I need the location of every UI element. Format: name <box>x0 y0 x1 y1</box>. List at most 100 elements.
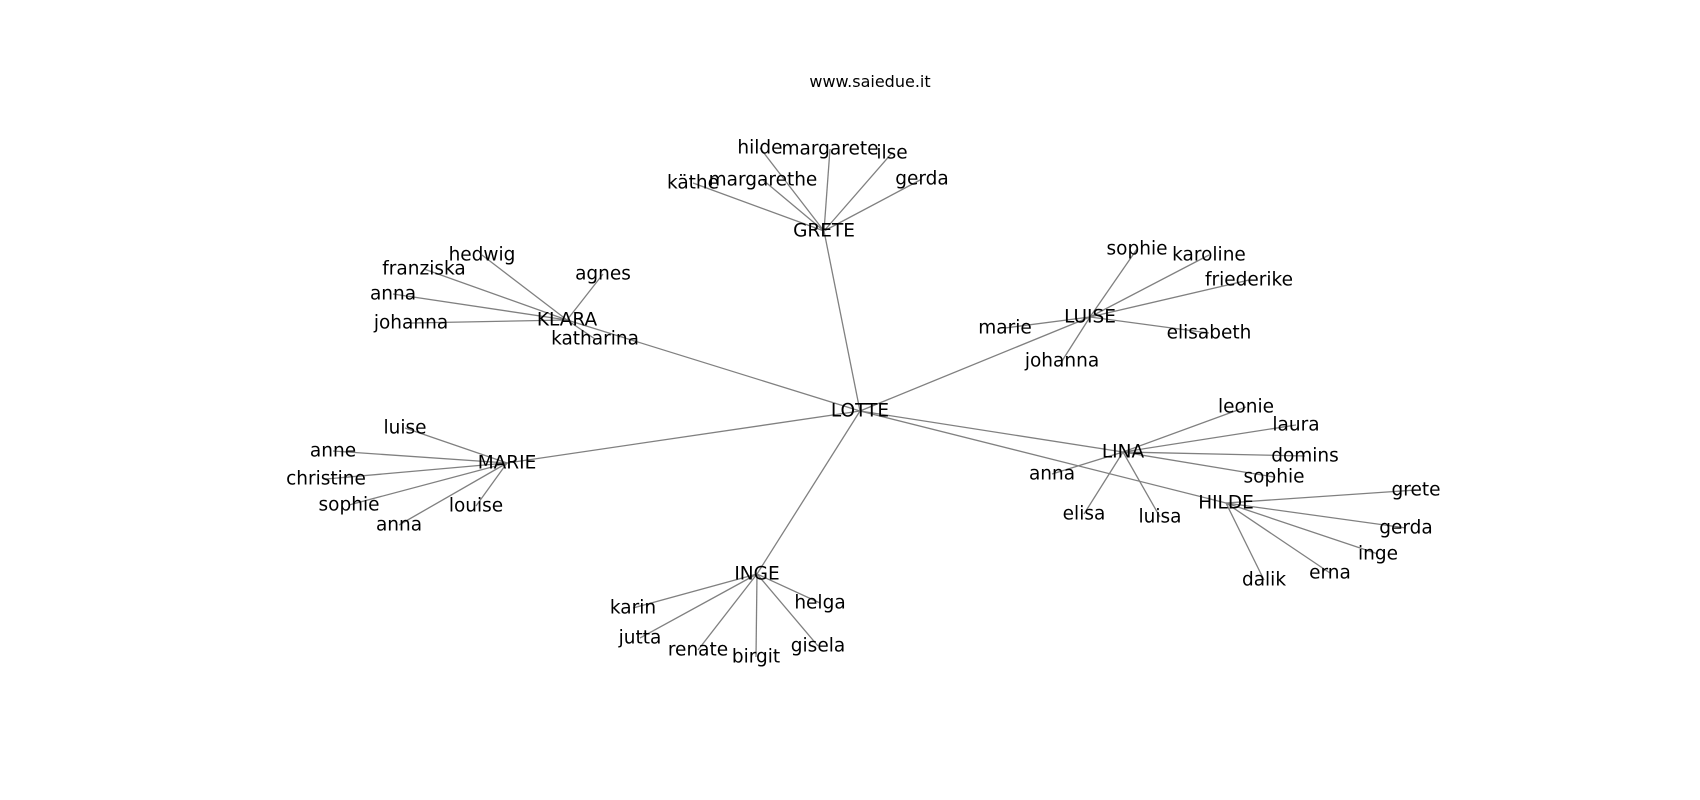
hub-node-marie: MARIE <box>478 453 537 474</box>
edge-luise-sophie-0 <box>1089 248 1138 318</box>
edge-grete-gerda-5 <box>823 178 923 232</box>
edge-marie-sophie-3 <box>348 462 508 506</box>
node-luise-marie: marie <box>978 318 1032 339</box>
node-klara-katharina: katharina <box>551 329 639 350</box>
edge-luise-elisabeth-4 <box>1089 316 1210 334</box>
edge-layer <box>325 147 1417 658</box>
node-grete-margarete: margarete <box>782 139 879 160</box>
hub-node-grete: GRETE <box>793 221 855 242</box>
node-lina-leonie: leonie <box>1218 397 1274 418</box>
edge-luise-johanna-5 <box>1061 316 1091 362</box>
edge-klara-anna-3 <box>392 293 568 321</box>
node-luise-friederike: friederike <box>1205 270 1293 291</box>
node-lina-domins: domins <box>1271 446 1339 467</box>
node-luise-karoline: karoline <box>1172 245 1246 266</box>
node-lina-anna: anna <box>1029 464 1075 485</box>
node-luise-johanna: johanna <box>1024 351 1099 372</box>
hub-node-hilde: HILDE <box>1198 493 1254 514</box>
node-luise-elisabeth: elisabeth <box>1167 323 1252 344</box>
edge-inge-jutta-2 <box>639 573 758 639</box>
edge-marie-luise-0 <box>404 427 508 464</box>
edge-marie-anne-1 <box>332 450 508 464</box>
node-lina-laura: laura <box>1272 415 1319 436</box>
edge-marie-christine-2 <box>325 462 508 480</box>
node-lina-sophie: sophie <box>1244 467 1305 488</box>
edge-hilde-inge-2 <box>1225 502 1379 555</box>
edge-klara-katharina-5 <box>566 319 596 340</box>
edge-lina-elisa-5 <box>1083 451 1124 515</box>
node-inge-karin: karin <box>610 598 656 619</box>
node-klara-hedwig: hedwig <box>449 245 516 266</box>
hub-node-klara: KLARA <box>537 310 598 331</box>
node-grete-hilde: hilde <box>737 138 782 159</box>
node-marie-sophie: sophie <box>319 495 380 516</box>
edge-root-klara <box>566 319 861 412</box>
hub-node-lina: LINA <box>1102 442 1145 463</box>
node-grete-ilse: ilse <box>876 143 907 164</box>
node-hilde-gerda: gerda <box>1379 518 1433 539</box>
edge-inge-helga-1 <box>756 573 821 604</box>
node-grete-kaethe: käthe <box>667 173 719 194</box>
hub-node-luise: LUISE <box>1064 307 1116 328</box>
edge-inge-karin-0 <box>632 573 758 609</box>
node-hilde-inge: inge <box>1358 544 1398 565</box>
edge-inge-gisela-5 <box>756 573 819 647</box>
edge-klara-franziska-1 <box>423 268 568 321</box>
edge-grete-hilde-0 <box>759 147 825 232</box>
edge-luise-karoline-1 <box>1089 254 1210 318</box>
edge-luise-friederike-2 <box>1089 279 1250 318</box>
node-hilde-erna: erna <box>1309 563 1351 584</box>
edge-grete-kaethe-4 <box>692 182 825 232</box>
edge-inge-renate-3 <box>697 573 758 651</box>
node-marie-louise: louise <box>449 496 503 517</box>
node-grete-margarethe: margarethe <box>709 170 818 191</box>
edge-marie-louise-4 <box>475 462 508 507</box>
edge-root-luise <box>859 316 1091 412</box>
edge-grete-margarethe-3 <box>762 179 825 232</box>
edge-hilde-gerda-1 <box>1225 502 1407 529</box>
edge-lina-leonie-0 <box>1122 406 1247 453</box>
node-klara-anna: anna <box>370 284 416 305</box>
node-grete-gerda: gerda <box>895 169 949 190</box>
node-inge-birgit: birgit <box>732 647 780 668</box>
edge-marie-anna-5 <box>398 462 508 526</box>
node-inge-renate: renate <box>668 640 728 661</box>
edge-hilde-grete-0 <box>1225 489 1417 504</box>
node-marie-anne: anne <box>310 441 356 462</box>
node-marie-luise: luise <box>383 418 426 439</box>
edge-hilde-dalik-4 <box>1225 502 1265 581</box>
node-lina-luisa: luisa <box>1139 507 1182 528</box>
node-inge-helga: helga <box>794 593 845 614</box>
node-marie-anna: anna <box>376 515 422 536</box>
edge-root-inge <box>756 410 861 575</box>
root-node-lotte: LOTTE <box>831 401 889 422</box>
edge-lina-anna-4 <box>1051 451 1124 475</box>
node-klara-johanna: johanna <box>373 313 448 334</box>
node-hilde-grete: grete <box>1392 480 1441 501</box>
site-title: www.saiedue.it <box>809 72 931 91</box>
edge-root-lina <box>859 410 1124 453</box>
edge-luise-marie-3 <box>1004 316 1091 329</box>
edge-lina-domins-2 <box>1122 451 1306 457</box>
node-luise-sophie: sophie <box>1107 239 1168 260</box>
node-klara-franziska: franziska <box>382 259 465 280</box>
edge-grete-ilse-2 <box>823 152 893 232</box>
edge-lina-laura-1 <box>1122 424 1297 453</box>
hub-node-inge: INGE <box>734 564 779 585</box>
edge-lina-sophie-3 <box>1122 451 1275 478</box>
node-inge-jutta: jutta <box>618 628 662 649</box>
node-lina-elisa: elisa <box>1063 504 1106 525</box>
edge-root-hilde <box>859 410 1227 504</box>
edge-grete-margarete-1 <box>823 148 831 232</box>
edge-root-marie <box>506 410 861 464</box>
edge-hilde-erna-3 <box>1225 502 1331 574</box>
edge-inge-birgit-4 <box>755 573 758 658</box>
edge-klara-agnes-2 <box>566 273 604 321</box>
node-marie-christine: christine <box>286 469 366 490</box>
edge-lina-luisa-6 <box>1122 451 1161 518</box>
edge-klara-hedwig-0 <box>481 254 568 321</box>
edge-root-grete <box>823 230 861 412</box>
node-inge-gisela: gisela <box>791 636 845 657</box>
